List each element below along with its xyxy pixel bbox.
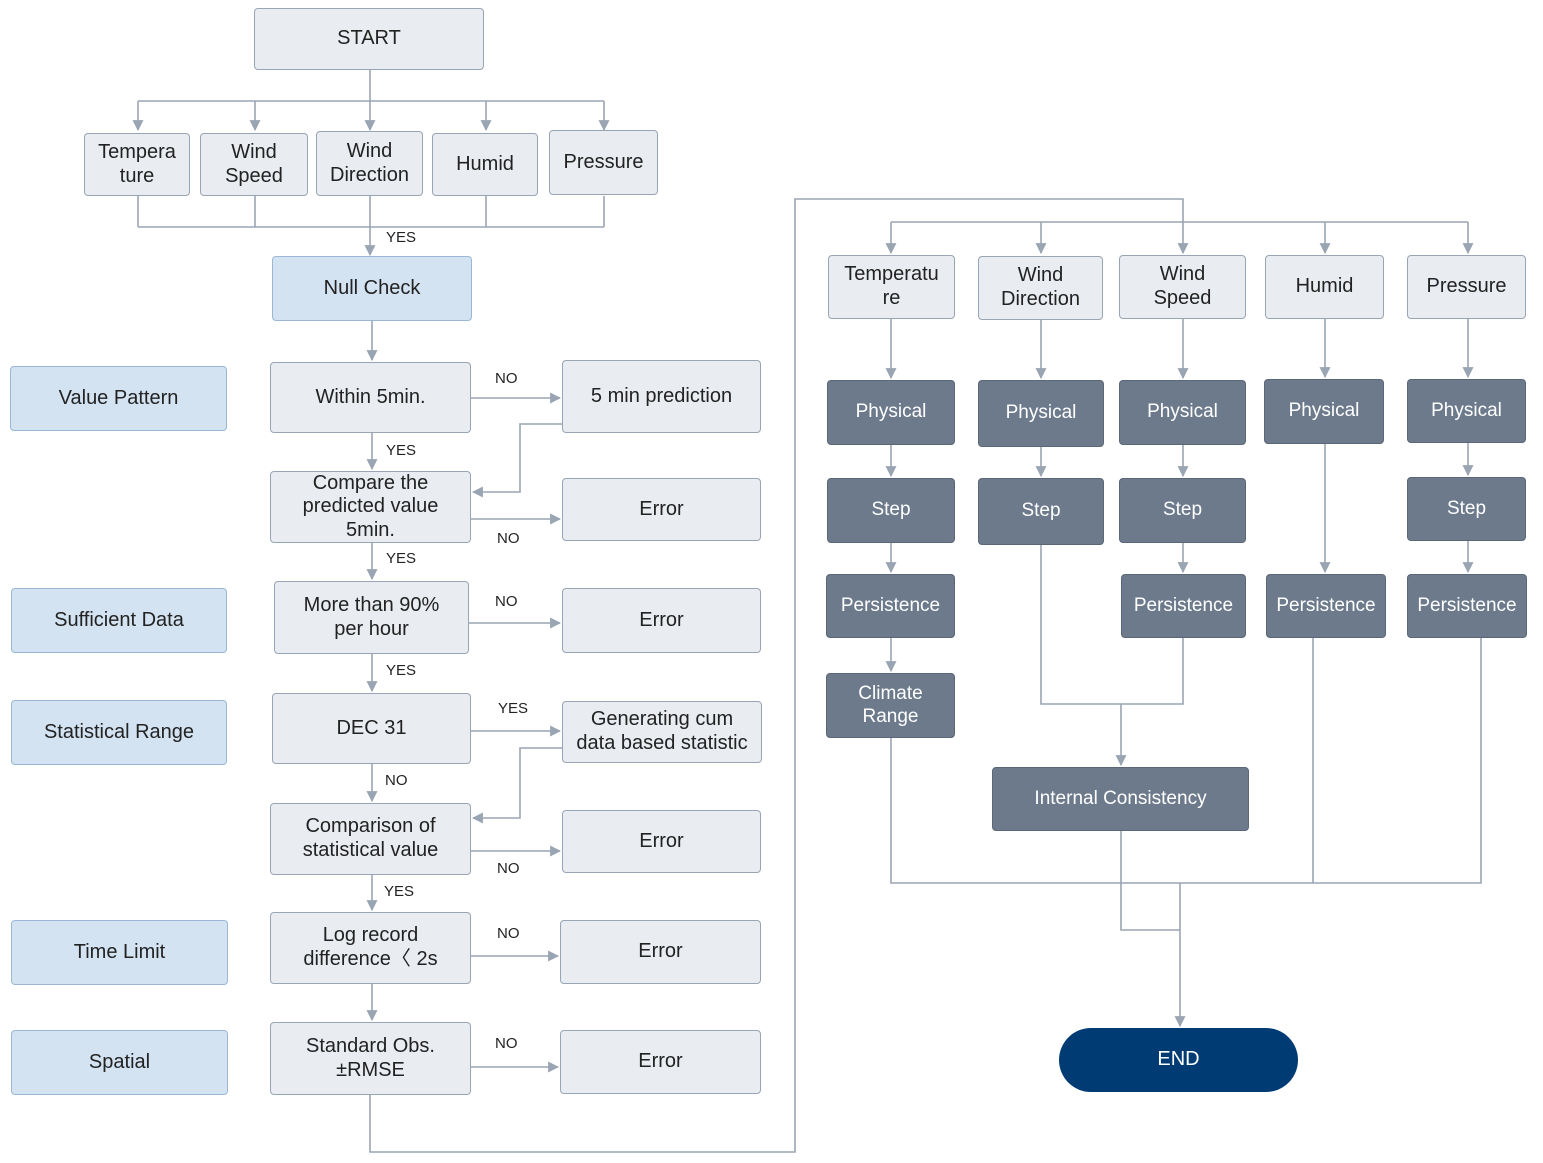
wind-direction-box-right: Wind Direction <box>978 256 1103 320</box>
edge-label-yes: YES <box>386 662 417 679</box>
edge-label-yes: YES <box>384 883 415 900</box>
compare-predicted-box: Compare the predicted value 5min. <box>270 471 471 543</box>
wind-speed-box-left: Wind Speed <box>200 133 308 196</box>
edge-label-no: NO <box>497 530 520 547</box>
pressure-box-left: Pressure <box>549 130 658 195</box>
within-5min-box: Within 5min. <box>270 362 471 433</box>
edge-label-no: NO <box>385 772 408 789</box>
error-box-3: Error <box>562 810 761 873</box>
category-spatial: Spatial <box>11 1030 228 1095</box>
edge-label-yes: YES <box>386 550 417 567</box>
persistence-check-temperature: Persistence <box>826 574 955 638</box>
start-node: START <box>254 8 484 70</box>
flow-arrow <box>471 423 562 498</box>
step-check-temperature: Step <box>827 478 955 543</box>
connector-line <box>1120 831 1180 931</box>
persistence-check-humid: Persistence <box>1266 574 1386 638</box>
humid-box-left: Humid <box>432 133 538 196</box>
temperature-box-left: Tempera ture <box>84 133 190 196</box>
log-record-box: Log record difference〈 2s <box>270 912 471 984</box>
edge-label-no: NO <box>495 1035 518 1052</box>
wind-direction-box-left: Wind Direction <box>316 131 423 196</box>
step-check-pressure: Step <box>1407 477 1526 541</box>
edge-label-yes: YES <box>386 442 417 459</box>
step-check-wind-speed: Step <box>1119 478 1246 543</box>
flow-arrow <box>369 198 1189 1153</box>
temperature-box-right: Temperatu re <box>828 255 955 319</box>
edge-label-no: NO <box>497 860 520 877</box>
dec-31-box: DEC 31 <box>272 693 471 764</box>
persistence-check-pressure: Persistence <box>1407 574 1527 638</box>
physical-check-wind-direction: Physical <box>978 380 1104 447</box>
physical-check-wind-speed: Physical <box>1119 380 1246 445</box>
five-min-prediction-box: 5 min prediction <box>562 360 761 433</box>
step-check-wind-direction: Step <box>978 478 1104 545</box>
error-box-1: Error <box>562 478 761 541</box>
null-check-box: Null Check <box>272 256 472 321</box>
more-than-90-box: More than 90% per hour <box>274 581 469 654</box>
edge-label-no: NO <box>495 370 518 387</box>
error-box-4: Error <box>560 920 761 984</box>
physical-check-pressure: Physical <box>1407 379 1526 443</box>
category-sufficient-data: Sufficient Data <box>11 588 227 653</box>
category-time-limit: Time Limit <box>11 920 228 985</box>
category-value-pattern: Value Pattern <box>10 366 227 431</box>
error-box-2: Error <box>562 588 761 653</box>
connector-line <box>1040 545 1184 705</box>
end-node: END <box>1059 1028 1298 1092</box>
pressure-box-right: Pressure <box>1407 255 1526 319</box>
physical-check-temperature: Physical <box>827 380 955 445</box>
comparison-statistical-box: Comparison of statistical value <box>270 803 471 875</box>
flow-arrow <box>471 747 562 824</box>
climate-range-check: Climate Range <box>826 673 955 738</box>
edge-label-no: NO <box>497 925 520 942</box>
connector-line <box>890 638 1482 884</box>
standard-obs-box: Standard Obs. ±RMSE <box>270 1022 471 1095</box>
edge-label-yes: YES <box>498 700 529 717</box>
generating-cum-box: Generating cum data based statistic <box>562 701 762 763</box>
physical-check-humid: Physical <box>1264 379 1384 444</box>
wind-speed-box-right: Wind Speed <box>1119 255 1246 319</box>
edge-label-no: NO <box>495 593 518 610</box>
humid-box-right: Humid <box>1265 255 1384 319</box>
category-statistical-range: Statistical Range <box>11 700 227 765</box>
error-box-5: Error <box>560 1030 761 1094</box>
edge-label-yes: YES <box>386 229 417 246</box>
persistence-check-wind-speed: Persistence <box>1121 574 1246 638</box>
internal-consistency-check: Internal Consistency <box>992 767 1249 831</box>
